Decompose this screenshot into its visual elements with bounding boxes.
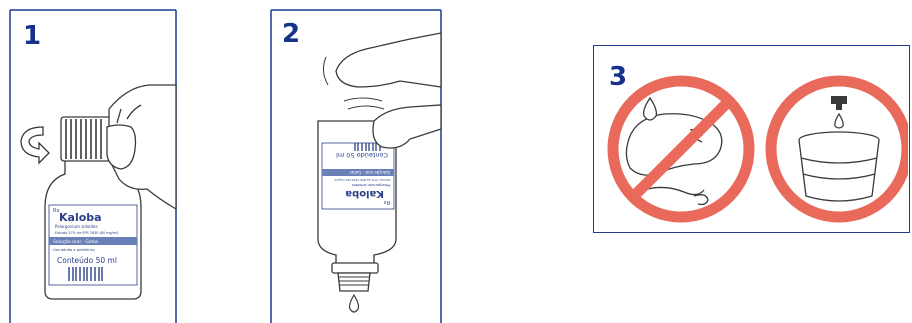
step-1-panel: Rx Kaloba Pelargonium sidoides Extrato 3… [9, 9, 177, 323]
step-2-illustration: Rx Kaloba Pelargonium sidoides Extrato 3… [270, 9, 442, 323]
step-number: 3 [609, 64, 627, 90]
step-3-panel: 3 [593, 45, 910, 233]
svg-text:Kaloba: Kaloba [345, 188, 384, 199]
svg-text:Pelargonium sidoides: Pelargonium sidoides [55, 224, 98, 229]
drop-icon [350, 295, 359, 312]
svg-text:Kaloba: Kaloba [59, 211, 102, 224]
svg-text:Conteúdo 50 ml: Conteúdo 50 ml [336, 151, 388, 159]
step-number: 1 [23, 23, 41, 49]
svg-text:Uso adulto e pediátrico: Uso adulto e pediátrico [53, 248, 95, 252]
rotate-arrow-icon [21, 127, 49, 163]
no-direct-mouth-icon [613, 81, 749, 217]
step-2-panel: Rx Kaloba Pelargonium sidoides Extrato 3… [270, 9, 442, 323]
thumb-icon [373, 105, 441, 148]
cup-with-drop-icon [771, 81, 907, 217]
svg-text:Solução oral - Gotas: Solução oral - Gotas [350, 170, 390, 175]
step-3-illustration [594, 46, 908, 231]
svg-text:Conteúdo 50 ml: Conteúdo 50 ml [57, 256, 117, 265]
svg-text:Extrato 37% de EPS 7630 (80 mg: Extrato 37% de EPS 7630 (80 mg/ml) [334, 178, 390, 182]
bottle-label: Rx Kaloba Pelargonium sidoides Extrato 3… [49, 205, 137, 285]
svg-text:Pelargonium sidoides: Pelargonium sidoides [352, 183, 390, 187]
step-1-illustration: Rx Kaloba Pelargonium sidoides Extrato 3… [9, 9, 177, 323]
bottle-label: Rx Kaloba Pelargonium sidoides Extrato 3… [322, 143, 394, 209]
step-number: 2 [282, 21, 300, 47]
svg-text:Solução oral - Gotas: Solução oral - Gotas [53, 239, 99, 245]
svg-text:Extrato 37% de EPS 7630 (80 mg: Extrato 37% de EPS 7630 (80 mg/ml) [55, 231, 119, 235]
finger-icon [336, 33, 441, 87]
